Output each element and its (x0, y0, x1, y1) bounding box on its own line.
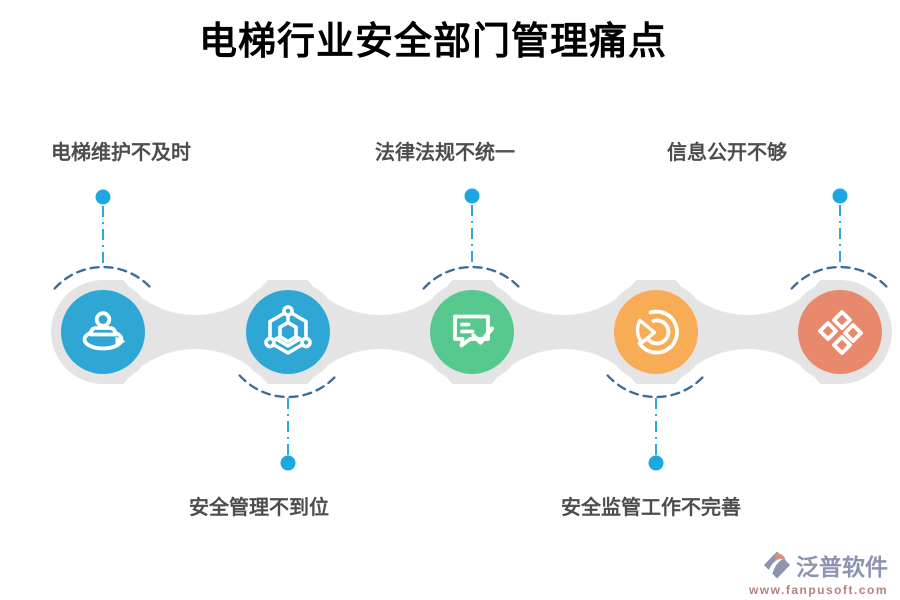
node-elevator-maintenance (61, 290, 145, 374)
connector-dot (280, 455, 296, 471)
page-title: 电梯行业安全部门管理痛点 (198, 21, 668, 63)
dashed-arc (790, 265, 890, 290)
fanpu-logo-icon (764, 551, 790, 579)
dashed-arc (53, 265, 153, 290)
node-information-disclosure (798, 290, 882, 374)
pain-point-label: 法律法规不统一 (375, 142, 515, 164)
node-laws-regulations (430, 290, 514, 374)
pain-point-label: 信息公开不够 (667, 142, 787, 164)
connector-dot (648, 455, 664, 471)
dashed-arc (606, 374, 706, 399)
dashed-arcs (53, 265, 890, 399)
connector-dot (95, 189, 111, 205)
message-check-icon (453, 314, 495, 348)
pain-point-label: 电梯维护不及时 (51, 142, 191, 164)
dashed-arc (422, 265, 522, 290)
four-diamonds-icon (818, 310, 863, 355)
network-hexagon-icon (264, 305, 312, 355)
person-360-icon (82, 311, 126, 351)
pie-chart-icon (635, 309, 679, 355)
node-circle (246, 290, 330, 374)
vendor-brand-name: 泛普软件 (796, 554, 888, 580)
pain-point-label: 安全管理不到位 (189, 497, 329, 519)
connector-dots (95, 188, 848, 471)
connector-dot (832, 188, 848, 204)
pain-point-label: 安全监管工作不完善 (561, 497, 741, 519)
vendor-footer: 泛普软件 www.fanpusoft.com (749, 548, 888, 597)
dashed-arc (238, 374, 338, 399)
node-safety-management (246, 290, 330, 374)
vendor-url: www.fanpusoft.com (748, 583, 888, 597)
connector-lines (102, 205, 841, 455)
node-safety-supervision (614, 290, 698, 374)
node-circle (798, 290, 882, 374)
connector-dot (464, 188, 480, 204)
